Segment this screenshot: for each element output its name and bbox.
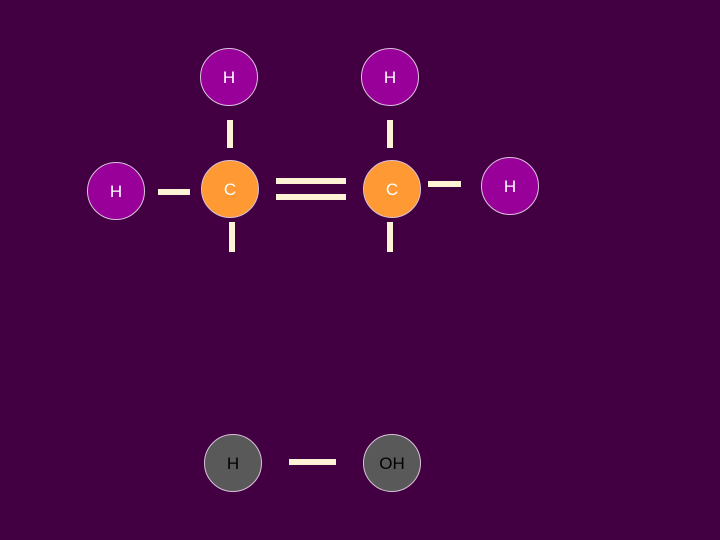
atom-h-left: H xyxy=(87,162,145,220)
atom-label: OH xyxy=(379,453,405,473)
atom-label: H xyxy=(226,453,240,473)
atom-h-top-right: H xyxy=(361,48,419,106)
bond-c-left-down xyxy=(229,222,235,252)
bond-c-right-down xyxy=(387,222,393,252)
atom-label: H xyxy=(109,181,123,201)
atom-c-left: C xyxy=(201,160,259,218)
atom-h-bottom: H xyxy=(204,434,262,492)
atom-label: C xyxy=(385,179,399,199)
bond-h-top-left-to-c-left xyxy=(227,120,233,148)
atom-c-right: C xyxy=(363,160,421,218)
bond-c-right-to-h-right xyxy=(428,181,461,187)
atom-h-right: H xyxy=(481,157,539,215)
atom-label: H xyxy=(503,176,517,196)
bond-h-left-to-c-left xyxy=(158,189,190,195)
bond-h-to-oh xyxy=(289,459,336,465)
atom-label: H xyxy=(383,67,397,87)
double-bond-upper-line xyxy=(276,178,346,184)
atom-label: H xyxy=(222,67,236,87)
atom-oh-bottom: OH xyxy=(363,434,421,492)
atom-label: C xyxy=(223,179,237,199)
bond-h-top-right-to-c-right xyxy=(387,120,393,148)
double-bond-lower-line xyxy=(276,194,346,200)
atom-h-top-left: H xyxy=(200,48,258,106)
